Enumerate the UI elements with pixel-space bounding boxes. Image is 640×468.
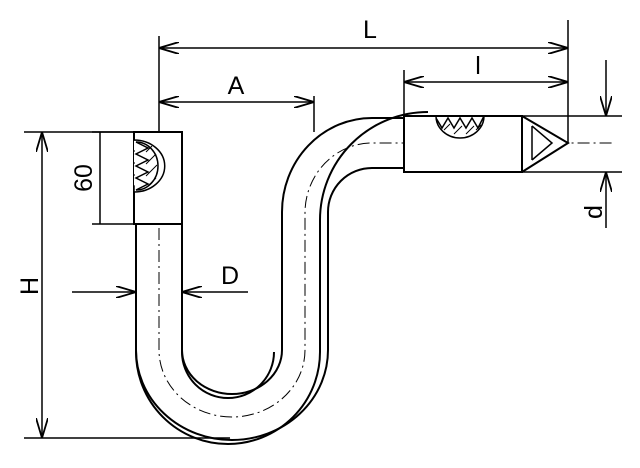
left-fitting-thread-teeth: [134, 141, 150, 191]
dim-60-label: 60: [70, 164, 98, 192]
left-fitting-thread-section: [134, 139, 166, 193]
dim-A-label: A: [228, 72, 245, 100]
pipe-centerline: [158, 74, 612, 418]
left-fitting: [133, 131, 183, 225]
pipe-walls: [135, 117, 404, 441]
dim-H-label: H: [16, 277, 44, 295]
dim-d-label: d: [580, 205, 608, 219]
dim-l-label: l: [475, 52, 481, 80]
dim-D-label: D: [221, 262, 239, 290]
right-fitting-cone: [521, 115, 570, 173]
pipe-body: [135, 111, 429, 445]
dim-L-label: L: [363, 16, 377, 44]
right-fitting-thread-teeth: [435, 115, 485, 139]
right-fitting: [403, 115, 570, 173]
dimension-lines: [24, 20, 622, 439]
